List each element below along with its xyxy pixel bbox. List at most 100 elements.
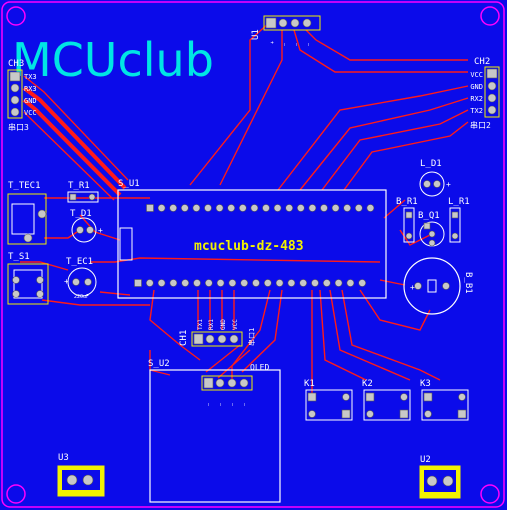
t-ec1-value: 220uF [74,294,89,300]
header-pin [262,204,270,212]
header-pin [285,204,294,212]
ch3-pin-4: VCC [24,109,37,117]
header-pin [273,204,282,212]
header-pin [275,279,284,287]
t-tec1-ref: T_TEC1 [8,181,41,191]
ch3-pin-1: TX3 [24,73,37,81]
header-pin [240,279,248,287]
ch2-connector: CH2 VCC GND RX2 TX2 串口2 [470,57,500,130]
header-pin [358,279,367,287]
key-k3: K3 [420,379,469,421]
header-pin [346,279,355,287]
header-pin [343,204,352,212]
mounting-holes [6,6,500,504]
copper-traces [20,21,469,394]
b-r1: B_R1 [396,197,418,243]
svg-text:+: + [270,41,276,44]
header-pin [366,204,375,212]
u3-terminal: U3 [57,453,105,497]
header-pin [239,204,247,212]
header-pin [181,204,189,212]
header-pin [204,204,212,212]
svg-text:+: + [410,283,415,292]
t-r1-ref: T_R1 [68,181,90,191]
header-pin [287,279,296,287]
b-b1-buzzer: + B_B1 [403,257,473,315]
k3-ref: K3 [420,379,431,389]
k1-ref: K1 [304,379,315,389]
svg-text:+: + [446,180,451,189]
header-pin [192,204,201,212]
svg-text:—: — [230,402,236,406]
ch2-pin-4: TX2 [470,107,483,115]
u3-ref: U3 [58,453,69,463]
t-tec1: T_TEC1 [7,181,47,245]
header-pin [146,279,154,287]
ch1-foot: 串口1 [248,328,256,346]
bottom-pin-row [134,279,367,287]
ch1-pin-3: GND [220,319,227,330]
key-k2: K2 [362,379,411,421]
net-label: mcuclub-dz-483 [194,239,304,254]
header-pin [169,279,178,287]
ch2-ref: CH2 [474,57,490,67]
b-r1-ref: B_R1 [396,197,418,207]
ch3-foot: 串口3 [8,123,29,132]
header-pin [228,279,237,287]
header-pin [263,279,272,287]
svg-text:—: — [242,402,248,406]
t-d1-ref: T_D1 [70,209,92,219]
s-u2-label: OLED [250,363,269,372]
header-pin [157,204,166,212]
l-d1: L_D1 + [419,159,451,197]
t-s1: T_S1 [7,252,49,305]
l-r1-ref: L_R1 [448,197,470,207]
svg-text:—: — [294,42,300,46]
u1-header: U1 + — — — [251,15,321,46]
s-u2-oled: S_U2 OLED — — — — [148,359,281,503]
ch1-pin-1: TX1 [197,319,204,330]
header-pin [169,204,177,212]
ch3-pin-2: RX3 [24,85,37,93]
ch2-pin-2: GND [470,83,483,91]
header-pin [299,279,308,287]
ch3-connector: CH3 TX3 RX3 GND VCC 串口3 [7,59,37,132]
s-u1-ref: S_U1 [118,179,140,189]
ch1-ref: CH1 [179,330,189,346]
header-pin [250,204,259,212]
header-pin [311,279,319,287]
s-u2-ref: S_U2 [148,359,170,369]
t-ec1: T_EC1 + 220uF [64,257,97,300]
ch2-pin-3: RX2 [470,95,483,103]
header-pin [227,204,235,212]
ch1-connector: CH1 TX1 RX1 GND VCC 串口1 [179,319,256,347]
b-q1: B_Q1 [418,211,445,247]
t-s1-ref: T_S1 [8,252,30,262]
header-pin [205,279,213,287]
b-q1-ref: B_Q1 [418,211,440,221]
header-pin [252,279,260,287]
ch2-foot: 串口2 [470,121,491,130]
header-pin [215,204,224,212]
svg-text:—: — [282,42,288,46]
svg-text:+: + [64,277,69,286]
header-pin [181,279,189,287]
header-pin [296,204,305,212]
t-r1: T_R1 [67,181,99,203]
u2-ref: U2 [420,455,431,465]
ch1-pin-2: RX1 [208,319,215,330]
header-pin [216,279,225,287]
l-d1-ref: L_D1 [420,159,442,169]
svg-text:—: — [306,42,312,46]
svg-text:—: — [206,402,212,406]
header-pin [193,279,201,287]
ch1-pin-4: VCC [232,319,239,330]
header-pin [308,204,317,212]
u1-ref: U1 [251,29,261,40]
u2-terminal: U2 [419,455,461,499]
header-pin [320,204,328,212]
svg-text:+: + [98,226,103,235]
top-pin-row [146,204,375,212]
